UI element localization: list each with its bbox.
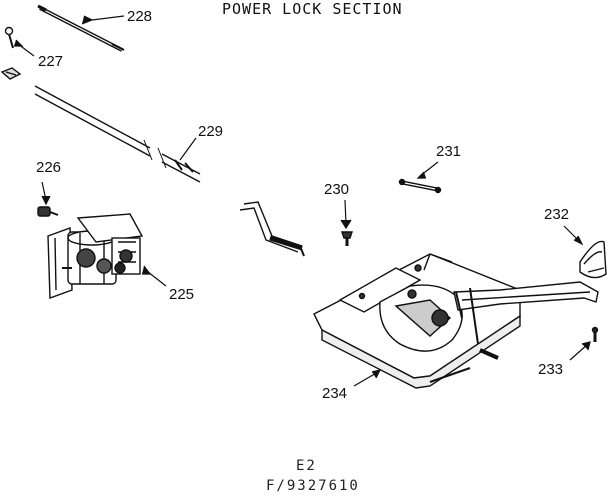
label-229: 229 <box>198 123 223 140</box>
part-229-cable <box>34 85 201 183</box>
label-230: 230 <box>324 181 349 198</box>
diagram-title: POWER LOCK SECTION <box>222 0 403 18</box>
label-233: 233 <box>538 361 563 378</box>
label-228: 228 <box>127 8 152 25</box>
part-226-screw <box>37 206 59 217</box>
label-226: 226 <box>36 159 61 176</box>
label-232: 232 <box>544 206 569 223</box>
leader-lines <box>14 15 591 387</box>
label-231: 231 <box>436 143 461 160</box>
part-225-actuator <box>47 213 144 299</box>
part-234-assembly <box>313 253 599 389</box>
part-232-cover <box>579 240 607 279</box>
part-231-link <box>398 178 442 194</box>
footer-code: E2 <box>296 458 317 474</box>
part-230-screw <box>341 231 353 246</box>
label-234: 234 <box>322 385 347 402</box>
footer-figure-number: F/9327610 <box>266 478 360 494</box>
label-225: 225 <box>169 286 194 303</box>
part-connecting-rod <box>239 201 305 257</box>
part-233-screw <box>591 326 599 342</box>
label-227: 227 <box>38 53 63 70</box>
part-227-screw <box>0 26 22 80</box>
part-228-rod <box>37 4 125 52</box>
